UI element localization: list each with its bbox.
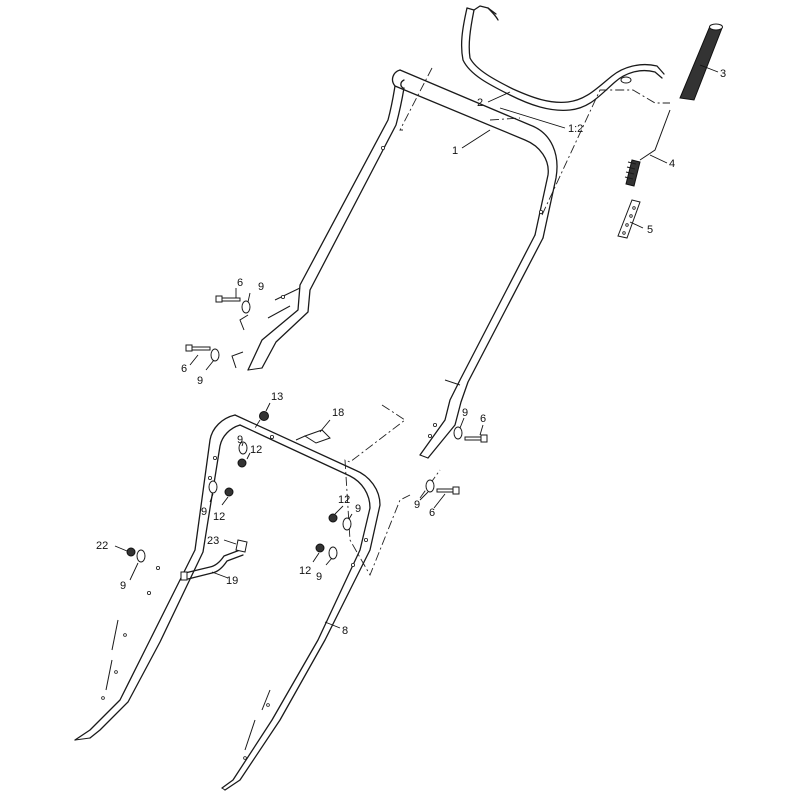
- callout-9-a: 9: [237, 434, 243, 446]
- clip-23: [235, 539, 248, 553]
- callout-23: 23: [207, 535, 219, 547]
- fasteners: [126, 295, 488, 563]
- callout-9-b: 9: [201, 506, 207, 518]
- callout-1-2: 1:2: [568, 123, 583, 135]
- callout-12-b: 12: [213, 511, 225, 523]
- callout-9-lower: 9: [197, 375, 203, 387]
- washer-9-upper: [241, 300, 251, 314]
- washer-9-b: [208, 480, 218, 494]
- callout-9-upper: 9: [258, 281, 264, 293]
- callout-9-d: 9: [316, 571, 322, 583]
- callout-9-c: 9: [355, 503, 361, 515]
- bolt-6-right-upper: [453, 426, 488, 443]
- upper-control-bail: [460, 5, 665, 111]
- nut-12-c: [328, 513, 338, 523]
- callout-18: 18: [332, 407, 344, 419]
- cable-guide-18: [295, 429, 331, 444]
- callout-12-d: 12: [299, 565, 311, 577]
- washer-9-d: [328, 546, 338, 560]
- callout-1: 1: [452, 145, 458, 157]
- callout-12-a: 12: [250, 444, 262, 456]
- callout-12-c: 12: [338, 494, 350, 506]
- washer-9-c: [342, 517, 352, 531]
- upper-handle: [231, 69, 558, 459]
- leader-lines: [114, 64, 719, 629]
- nut-12-b: [224, 487, 234, 497]
- bolt-6-right-lower: [425, 479, 460, 495]
- bolt-6-lower: [185, 344, 211, 352]
- nut-13: [259, 411, 269, 421]
- callout-6-upper: 6: [237, 277, 243, 289]
- washer-9-e: [136, 549, 146, 563]
- adjuster-plate: [617, 199, 641, 239]
- callout-13: 13: [271, 391, 283, 403]
- callout-3: 3: [720, 68, 726, 80]
- bolt-6-upper: [215, 295, 241, 303]
- lower-handle: [74, 414, 381, 791]
- callout-9-right-lower: 9: [414, 499, 420, 511]
- washer-9-a: [238, 441, 248, 455]
- callout-6-right-lower: 6: [429, 507, 435, 519]
- callout-4: 4: [669, 158, 675, 170]
- rod-19: [180, 549, 244, 581]
- callout-9-right-upper: 9: [462, 407, 468, 419]
- callout-6-lower: 6: [181, 363, 187, 375]
- callout-22: 22: [96, 540, 108, 552]
- nut-22: [126, 547, 136, 557]
- callout-19: 19: [226, 575, 238, 587]
- callout-2: 2: [477, 97, 483, 109]
- nut-12-a: [237, 458, 247, 468]
- spring-cable: [624, 109, 671, 187]
- callout-9-e: 9: [120, 580, 126, 592]
- callout-6-right-upper: 6: [480, 413, 486, 425]
- callout-labels: 2 1:2 1 3 4 5 6 9 6 9 9 6 9 6 13 18 9 12…: [96, 68, 726, 637]
- washer-9-lower: [210, 348, 220, 362]
- assembly-dash-lines: [254, 67, 670, 577]
- callout-5: 5: [647, 224, 653, 236]
- callout-8: 8: [342, 625, 348, 637]
- grip: [679, 23, 723, 101]
- nut-12-d: [315, 543, 325, 553]
